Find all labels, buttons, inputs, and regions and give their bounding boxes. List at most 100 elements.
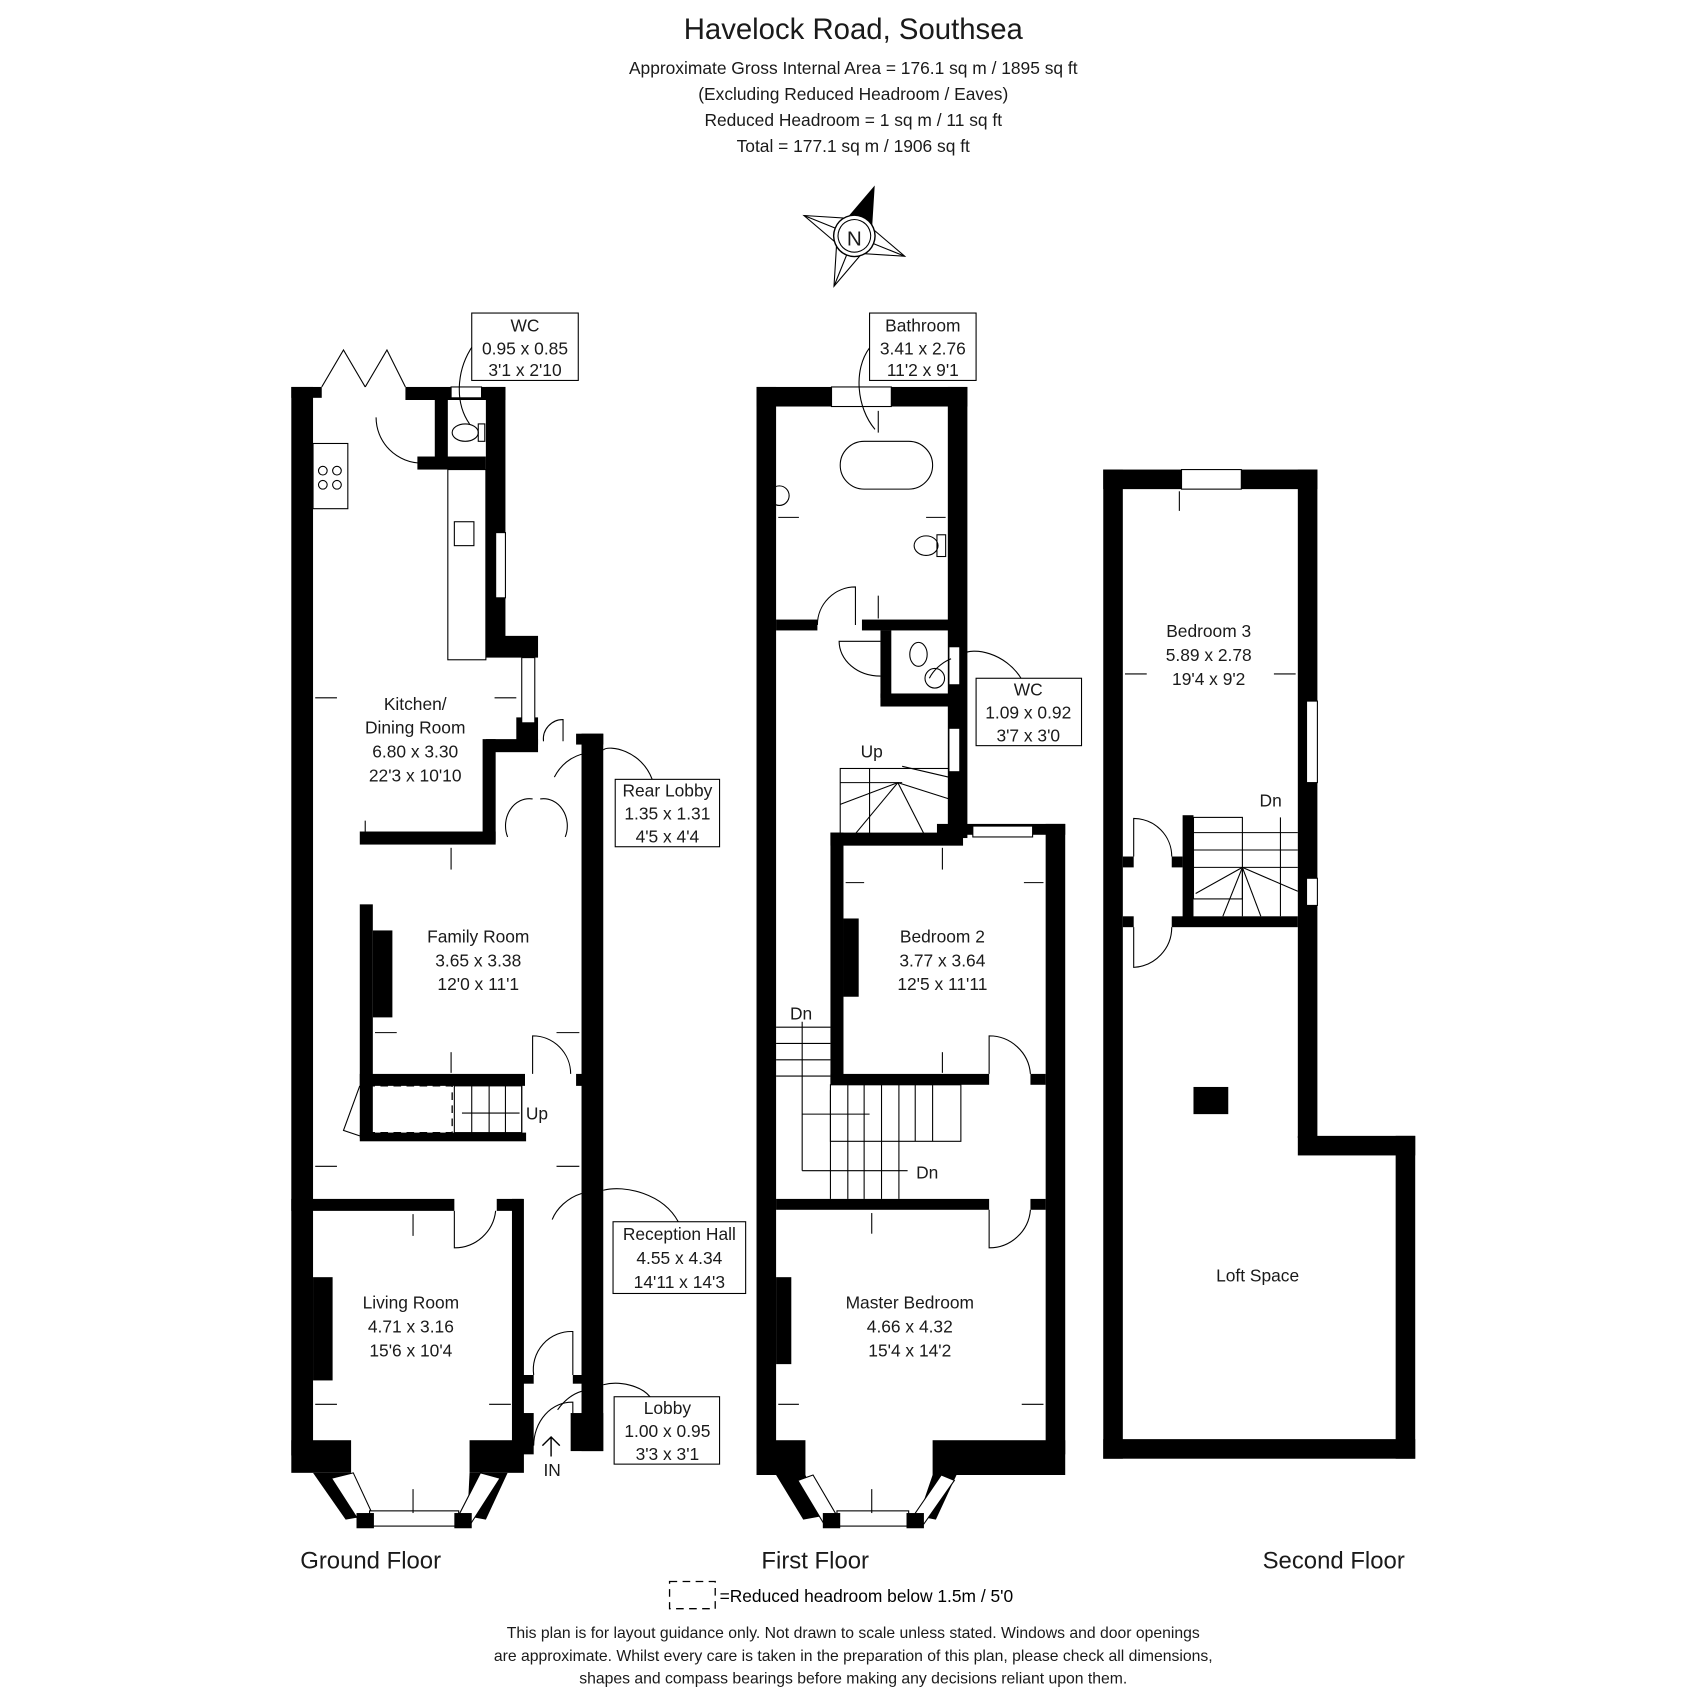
wall bbox=[880, 630, 892, 698]
room-family[interactable]: Family Room 3.65 x 3.38 12'0 x 11'1 bbox=[427, 926, 529, 994]
room-kitchen-dining[interactable]: Kitchen/ Dining Room 6.80 x 3.30 22'3 x … bbox=[365, 694, 465, 786]
stairs-up-label: Up bbox=[861, 742, 883, 762]
wall bbox=[469, 1440, 524, 1473]
door-swing bbox=[342, 1085, 361, 1137]
staircase bbox=[453, 1085, 523, 1134]
room-bedroom-3[interactable]: Bedroom 3 5.89 x 2.78 19'4 x 9'2 bbox=[1166, 621, 1252, 689]
toilet-icon bbox=[451, 423, 479, 442]
room-imperial: 12'5 x 11'11 bbox=[897, 974, 987, 994]
wall bbox=[434, 400, 448, 468]
window bbox=[1305, 877, 1318, 906]
room-imperial: 11'2 x 9'1 bbox=[887, 360, 959, 380]
chimney-breast bbox=[313, 1277, 333, 1381]
callout-wc-first[interactable]: WC 1.09 x 0.92 3'7 x 3'0 bbox=[928, 650, 1083, 747]
wall bbox=[947, 386, 968, 839]
toilet-cistern bbox=[477, 423, 486, 442]
second-floor: Dn Bedroom 3 5.89 x 2.78 19'4 x 9'2 Loft… bbox=[1103, 469, 1416, 1459]
wall bbox=[830, 832, 844, 1085]
reduced-headroom-area bbox=[366, 1085, 453, 1134]
reduced-headroom-line: Reduced Headroom = 1 sq m / 11 sq ft bbox=[704, 110, 1002, 130]
callout-box bbox=[614, 778, 721, 848]
wall bbox=[291, 1198, 455, 1211]
callout-reception-hall[interactable]: Reception Hall 4.55 x 4.34 14'11 x 14'3 bbox=[551, 1188, 747, 1295]
room-metric: 6.80 x 3.30 bbox=[372, 742, 458, 762]
callout-leader bbox=[458, 345, 474, 425]
chimney-breast bbox=[776, 1277, 792, 1365]
wall bbox=[906, 1513, 924, 1529]
door-swing bbox=[532, 1330, 574, 1376]
room-name: Reception Hall bbox=[623, 1224, 736, 1244]
room-imperial: 3'3 x 3'1 bbox=[636, 1444, 700, 1464]
toilet-icon bbox=[909, 641, 928, 667]
room-imperial: 15'6 x 10'4 bbox=[369, 1341, 452, 1361]
room-name: Rear Lobby bbox=[622, 781, 712, 801]
room-name: WC bbox=[511, 316, 540, 336]
room-metric: 4.66 x 4.32 bbox=[867, 1317, 953, 1337]
room-name: Living Room bbox=[363, 1293, 460, 1313]
room-living[interactable]: Living Room 4.71 x 3.16 15'6 x 10'4 bbox=[363, 1293, 460, 1361]
callout-leader bbox=[928, 650, 1023, 680]
wall bbox=[581, 733, 604, 1452]
callout-bathroom[interactable]: Bathroom 3.41 x 2.76 11'2 x 9'1 bbox=[858, 312, 977, 430]
compass-label: N bbox=[847, 228, 862, 251]
window bbox=[1305, 700, 1318, 784]
room-name: Family Room bbox=[427, 926, 529, 946]
staircase-down bbox=[776, 1021, 962, 1199]
sink-icon bbox=[453, 521, 475, 547]
window bbox=[972, 825, 1034, 838]
stairs-down-label: Dn bbox=[916, 1162, 938, 1182]
wall bbox=[880, 693, 949, 707]
window bbox=[495, 532, 506, 599]
callout-wc-ground[interactable]: WC 0.95 x 0.85 3'1 x 2'10 bbox=[458, 312, 579, 425]
bath-icon bbox=[839, 440, 934, 490]
callout-box bbox=[869, 312, 977, 381]
room-name: Bathroom bbox=[885, 316, 960, 336]
room-imperial: 3'1 x 2'10 bbox=[488, 360, 561, 380]
staircase-down bbox=[1192, 816, 1299, 917]
disclaimer: This plan is for layout guidance only. N… bbox=[494, 1625, 1213, 1688]
wall bbox=[830, 832, 964, 846]
basin-icon bbox=[769, 485, 790, 506]
callout-lobby[interactable]: Lobby 1.00 x 0.95 3'3 x 3'1 bbox=[557, 1382, 721, 1465]
dimension-arrows bbox=[1125, 491, 1296, 675]
wall bbox=[776, 619, 818, 631]
disclaimer-line: This plan is for layout guidance only. N… bbox=[507, 1625, 1200, 1642]
legend-text: =Reduced headroom below 1.5m / 5'0 bbox=[720, 1586, 1014, 1606]
window bbox=[450, 386, 483, 399]
wall bbox=[496, 1198, 523, 1211]
wall bbox=[359, 1073, 525, 1086]
floor-label-ground: Ground Floor bbox=[300, 1547, 441, 1574]
stairs-up-label: Up bbox=[526, 1104, 548, 1124]
wall bbox=[291, 1440, 352, 1473]
room-loft-space[interactable]: Loft Space bbox=[1216, 1266, 1299, 1286]
window bbox=[948, 646, 961, 686]
total-area-line: Total = 177.1 sq m / 1906 sq ft bbox=[737, 136, 970, 156]
window bbox=[1180, 469, 1242, 490]
disclaimer-line: shapes and compass bearings before makin… bbox=[579, 1671, 1127, 1688]
door-swing bbox=[838, 640, 881, 677]
disclaimer-line: are approximate. Whilst every care is ta… bbox=[494, 1648, 1213, 1665]
callout-rear-lobby[interactable]: Rear Lobby 1.35 x 1.31 4'5 x 4'4 bbox=[553, 747, 721, 848]
reduced-headroom-swatch bbox=[668, 1580, 716, 1610]
wall bbox=[1297, 469, 1318, 1139]
bay-wall bbox=[776, 1475, 822, 1520]
wall bbox=[359, 904, 373, 1139]
wall bbox=[830, 1073, 990, 1085]
french-doors bbox=[321, 348, 406, 388]
wall bbox=[570, 1413, 604, 1452]
wall bbox=[1395, 1135, 1416, 1459]
wall bbox=[756, 386, 777, 1455]
door-swing bbox=[453, 1210, 497, 1249]
room-master-bedroom[interactable]: Master Bedroom 4.66 x 4.32 15'4 x 14'2 bbox=[846, 1293, 974, 1361]
bay-window bbox=[369, 1510, 460, 1527]
room-bedroom-2[interactable]: Bedroom 2 3.77 x 3.64 12'5 x 11'11 bbox=[897, 926, 987, 994]
wall bbox=[1182, 815, 1194, 927]
room-metric: 0.95 x 0.85 bbox=[482, 338, 568, 358]
door-swing bbox=[542, 719, 564, 742]
room-imperial: 19'4 x 9'2 bbox=[1172, 669, 1245, 689]
entrance-label: IN bbox=[543, 1460, 560, 1480]
wall bbox=[1103, 469, 1123, 1459]
room-name: WC bbox=[1014, 680, 1043, 700]
plan-title: Havelock Road, Southsea bbox=[684, 13, 1024, 46]
room-name: Loft Space bbox=[1216, 1266, 1299, 1286]
